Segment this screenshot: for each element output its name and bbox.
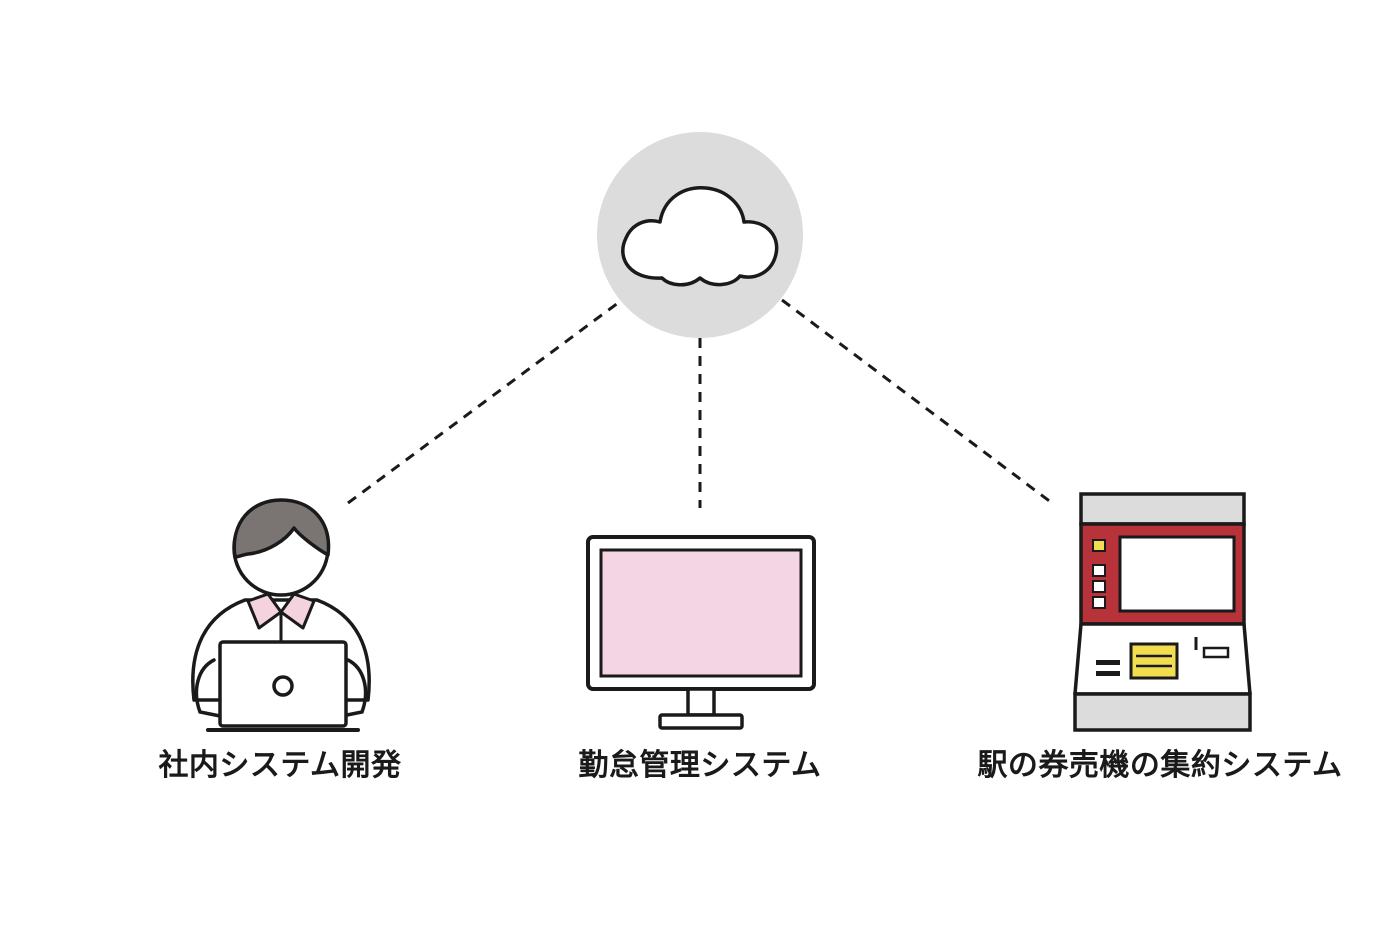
monitor-icon (586, 535, 816, 730)
developer-hair (232, 498, 331, 559)
connector-dev (347, 298, 623, 505)
node-label-internal-system-dev: 社内システム開発 (158, 748, 402, 783)
connector-ticket (781, 298, 1053, 505)
ticket-machine-icon (1073, 492, 1252, 732)
machine-base (1073, 692, 1252, 732)
node-label-ticket-machine-system: 駅の券売機の集約システム (977, 748, 1343, 783)
monitor-neck (686, 687, 716, 717)
monitor-stand (658, 713, 744, 730)
developer-collar (246, 592, 316, 630)
machine-card-slot (1202, 646, 1230, 659)
node-label-attendance-system: 勤怠管理システム (578, 748, 822, 783)
machine-ticket-reader (1129, 642, 1179, 680)
machine-coin-slot-bottom (1096, 671, 1120, 676)
machine-coin-slot-top (1096, 660, 1120, 665)
laptop-logo-icon (272, 675, 294, 697)
machine-indicator-light (1092, 539, 1106, 552)
machine-top (1079, 492, 1246, 526)
machine-display (1118, 535, 1236, 613)
developer-with-laptop-icon (191, 498, 371, 732)
machine-button-2 (1092, 580, 1106, 593)
machine-button-3 (1092, 596, 1106, 609)
connectors (347, 298, 1053, 508)
machine-button-1 (1092, 564, 1106, 577)
cloud-hub (597, 132, 803, 338)
developer-left-arm (194, 658, 222, 718)
cloud-icon (621, 186, 779, 287)
developer-right-arm (340, 658, 368, 718)
monitor-screen (599, 548, 803, 678)
